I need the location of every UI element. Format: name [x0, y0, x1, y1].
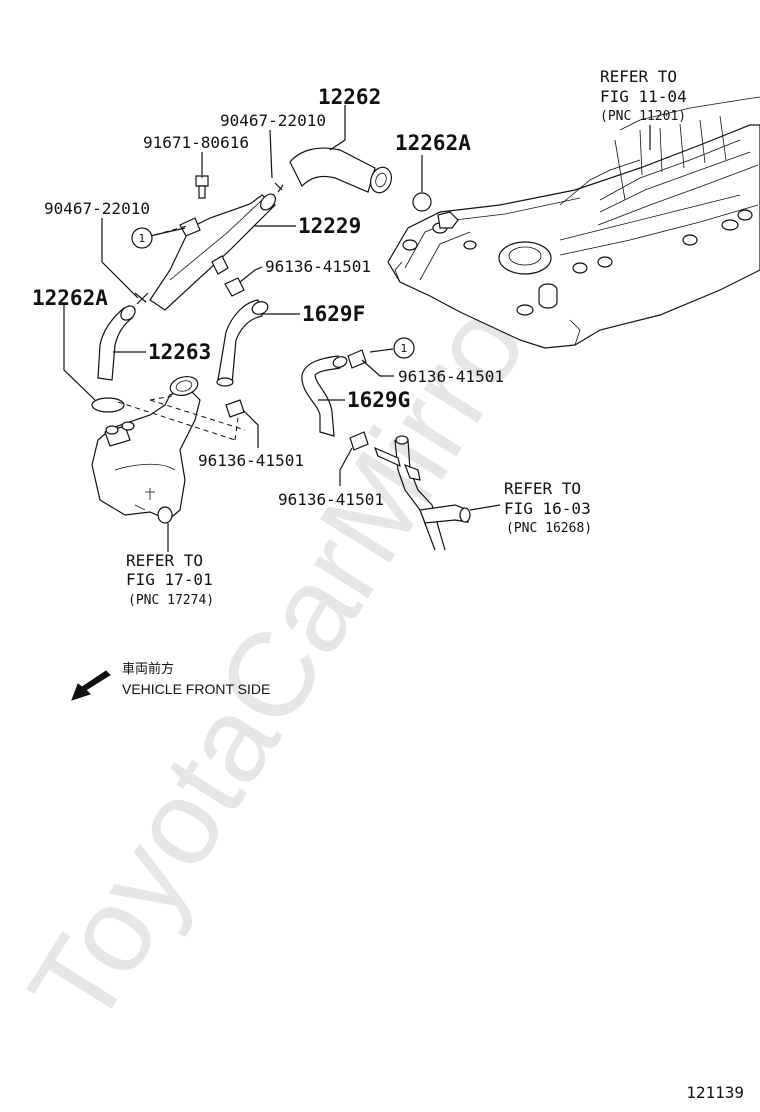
bubble-right-circle	[393, 337, 415, 359]
dashed-guide-3	[234, 417, 239, 441]
leader-12262	[329, 105, 346, 151]
callout-12262: 12262	[318, 85, 381, 109]
clip-12262a-right-drawing	[412, 192, 432, 212]
dashed-guide-6	[154, 224, 191, 236]
refer-11-04-line3: (PNC 11201)	[600, 109, 686, 124]
callout-96136-a: 96136-41501	[265, 257, 371, 276]
leader-90467-left	[101, 218, 139, 299]
refer-17-01-line1: REFER TO	[126, 551, 203, 570]
callout-96136-b: 96136-41501	[198, 451, 304, 470]
callout-90467-left: 90467-22010	[44, 199, 150, 218]
leader-bubble-left	[149, 227, 186, 237]
callout-12263: 12263	[148, 340, 211, 364]
callout-12229: 12229	[298, 214, 361, 238]
bubble-left-circle	[131, 227, 153, 249]
bolt-91671-drawing	[195, 175, 209, 199]
leader-90467-top	[269, 129, 273, 179]
callout-90467-top: 90467-22010	[220, 111, 326, 130]
clip-96136-c-drawing	[347, 349, 367, 369]
refer-11-04-line2: FIG 11-04	[600, 87, 687, 106]
leader-bubble-right	[369, 348, 394, 353]
direction-label-jp: 車両前方	[122, 661, 174, 677]
callout-12262a-left: 12262A	[32, 286, 108, 310]
arrow-down-left-icon	[71, 670, 111, 701]
leader-refer-16-03	[469, 504, 501, 511]
direction-label-en: VEHICLE FRONT SIDE	[122, 681, 270, 697]
bubble-right-label: 1	[401, 342, 408, 355]
dashed-guide-1	[117, 401, 236, 441]
leader-96136-b	[242, 409, 259, 448]
hose-12263-drawing	[97, 305, 136, 381]
clip-96136-b-drawing	[225, 399, 245, 418]
dashed-guide-2	[149, 399, 246, 431]
leader-96136-a	[239, 266, 263, 283]
bubble-left-label: 1	[139, 232, 146, 245]
clip-12262a-left-drawing	[91, 397, 125, 413]
refer-17-01-line2: FIG 17-01	[126, 570, 213, 589]
pipe-16-03-drawing	[373, 435, 471, 551]
callout-96136-c: 96136-41501	[398, 367, 504, 386]
dashed-guide-4	[149, 395, 173, 401]
clip-96136-d-drawing	[349, 431, 369, 451]
clip-90467-left-drawing	[134, 292, 149, 305]
callout-1629g: 1629G	[347, 388, 410, 412]
refer-17-01-line3: (PNC 17274)	[128, 593, 214, 608]
figure-id: 121139	[686, 1083, 744, 1102]
hose-12262-drawing	[289, 147, 392, 194]
intake-manifold-drawing	[387, 96, 760, 349]
clip-90467-top-drawing	[274, 182, 284, 193]
clip-96136-a-drawing	[224, 277, 245, 297]
refer-11-04-line1: REFER TO	[600, 67, 677, 86]
leader-96136-d	[339, 447, 353, 486]
leader-96136-c	[361, 359, 394, 377]
callout-12262a-right: 12262A	[395, 131, 471, 155]
water-outlet-housing-drawing	[91, 375, 201, 524]
refer-16-03-line3: (PNC 16268)	[506, 521, 592, 536]
hose-1629g-drawing	[301, 355, 348, 437]
callout-91671: 91671-80616	[143, 133, 249, 152]
hose-1629f-drawing	[216, 299, 269, 387]
pipe-12229-drawing	[149, 193, 276, 311]
callout-1629f: 1629F	[302, 302, 365, 326]
refer-16-03-line1: REFER TO	[504, 479, 581, 498]
refer-16-03-line2: FIG 16-03	[504, 499, 591, 518]
callout-96136-d: 96136-41501	[278, 490, 384, 509]
leader-12262a-left	[63, 305, 96, 401]
